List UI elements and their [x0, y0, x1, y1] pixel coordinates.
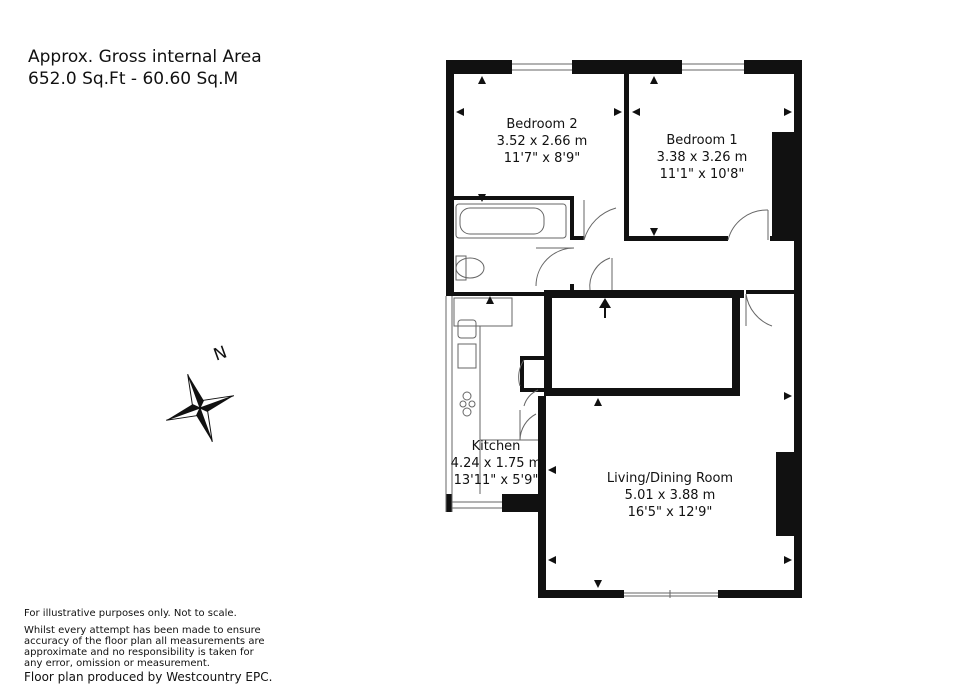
fixtures: [445, 63, 773, 598]
disclaimer-line: For illustrative purposes only. Not to s…: [24, 608, 237, 619]
room-metric: 4.24 x 1.75 m: [450, 456, 542, 471]
disclaimer-line: accuracy of the floor plan all measureme…: [24, 636, 265, 647]
credit: Floor plan produced by Westcountry EPC.: [24, 670, 273, 684]
area-title: Approx. Gross internal Area: [28, 47, 262, 67]
disclaimer-line: any error, omission or measurement.: [24, 658, 210, 669]
room-name: Bedroom 1: [666, 133, 738, 148]
area-summary: Approx. Gross internal Area 652.0 Sq.Ft …: [28, 46, 262, 90]
disclaimer: For illustrative purposes only. Not to s…: [24, 608, 272, 684]
area-size: 652.0 Sq.Ft - 60.60 Sq.M: [28, 69, 239, 89]
room-bedroom-2: Bedroom 2 3.52 x 2.66 m 11'7" x 8'9": [482, 116, 602, 167]
entrance-arrow-icon: [599, 298, 611, 318]
room-metric: 3.38 x 3.26 m: [656, 150, 748, 165]
room-imperial: 13'11" x 5'9": [453, 473, 539, 488]
room-imperial: 16'5" x 12'9": [627, 505, 713, 520]
room-bedroom-1: Bedroom 1 3.38 x 3.26 m 11'1" x 10'8": [642, 132, 762, 183]
disclaimer-line: Whilst every attempt has been made to en…: [24, 625, 261, 636]
room-living-dining: Living/Dining Room 5.01 x 3.88 m 16'5" x…: [590, 470, 750, 521]
room-imperial: 11'7" x 8'9": [503, 151, 581, 166]
dimension-arrows: [456, 76, 792, 588]
room-metric: 5.01 x 3.88 m: [624, 488, 716, 503]
room-metric: 3.52 x 2.66 m: [496, 134, 588, 149]
room-name: Living/Dining Room: [606, 471, 734, 486]
room-imperial: 11'1" x 10'8": [659, 167, 745, 182]
disclaimer-line: approximate and no responsibility is tak…: [24, 647, 254, 658]
walls: [446, 60, 802, 598]
room-name: Bedroom 2: [506, 117, 578, 132]
room-kitchen: Kitchen 4.24 x 1.75 m 13'11" x 5'9": [448, 438, 544, 489]
room-name: Kitchen: [471, 439, 521, 454]
compass-rose-icon: [166, 374, 234, 442]
